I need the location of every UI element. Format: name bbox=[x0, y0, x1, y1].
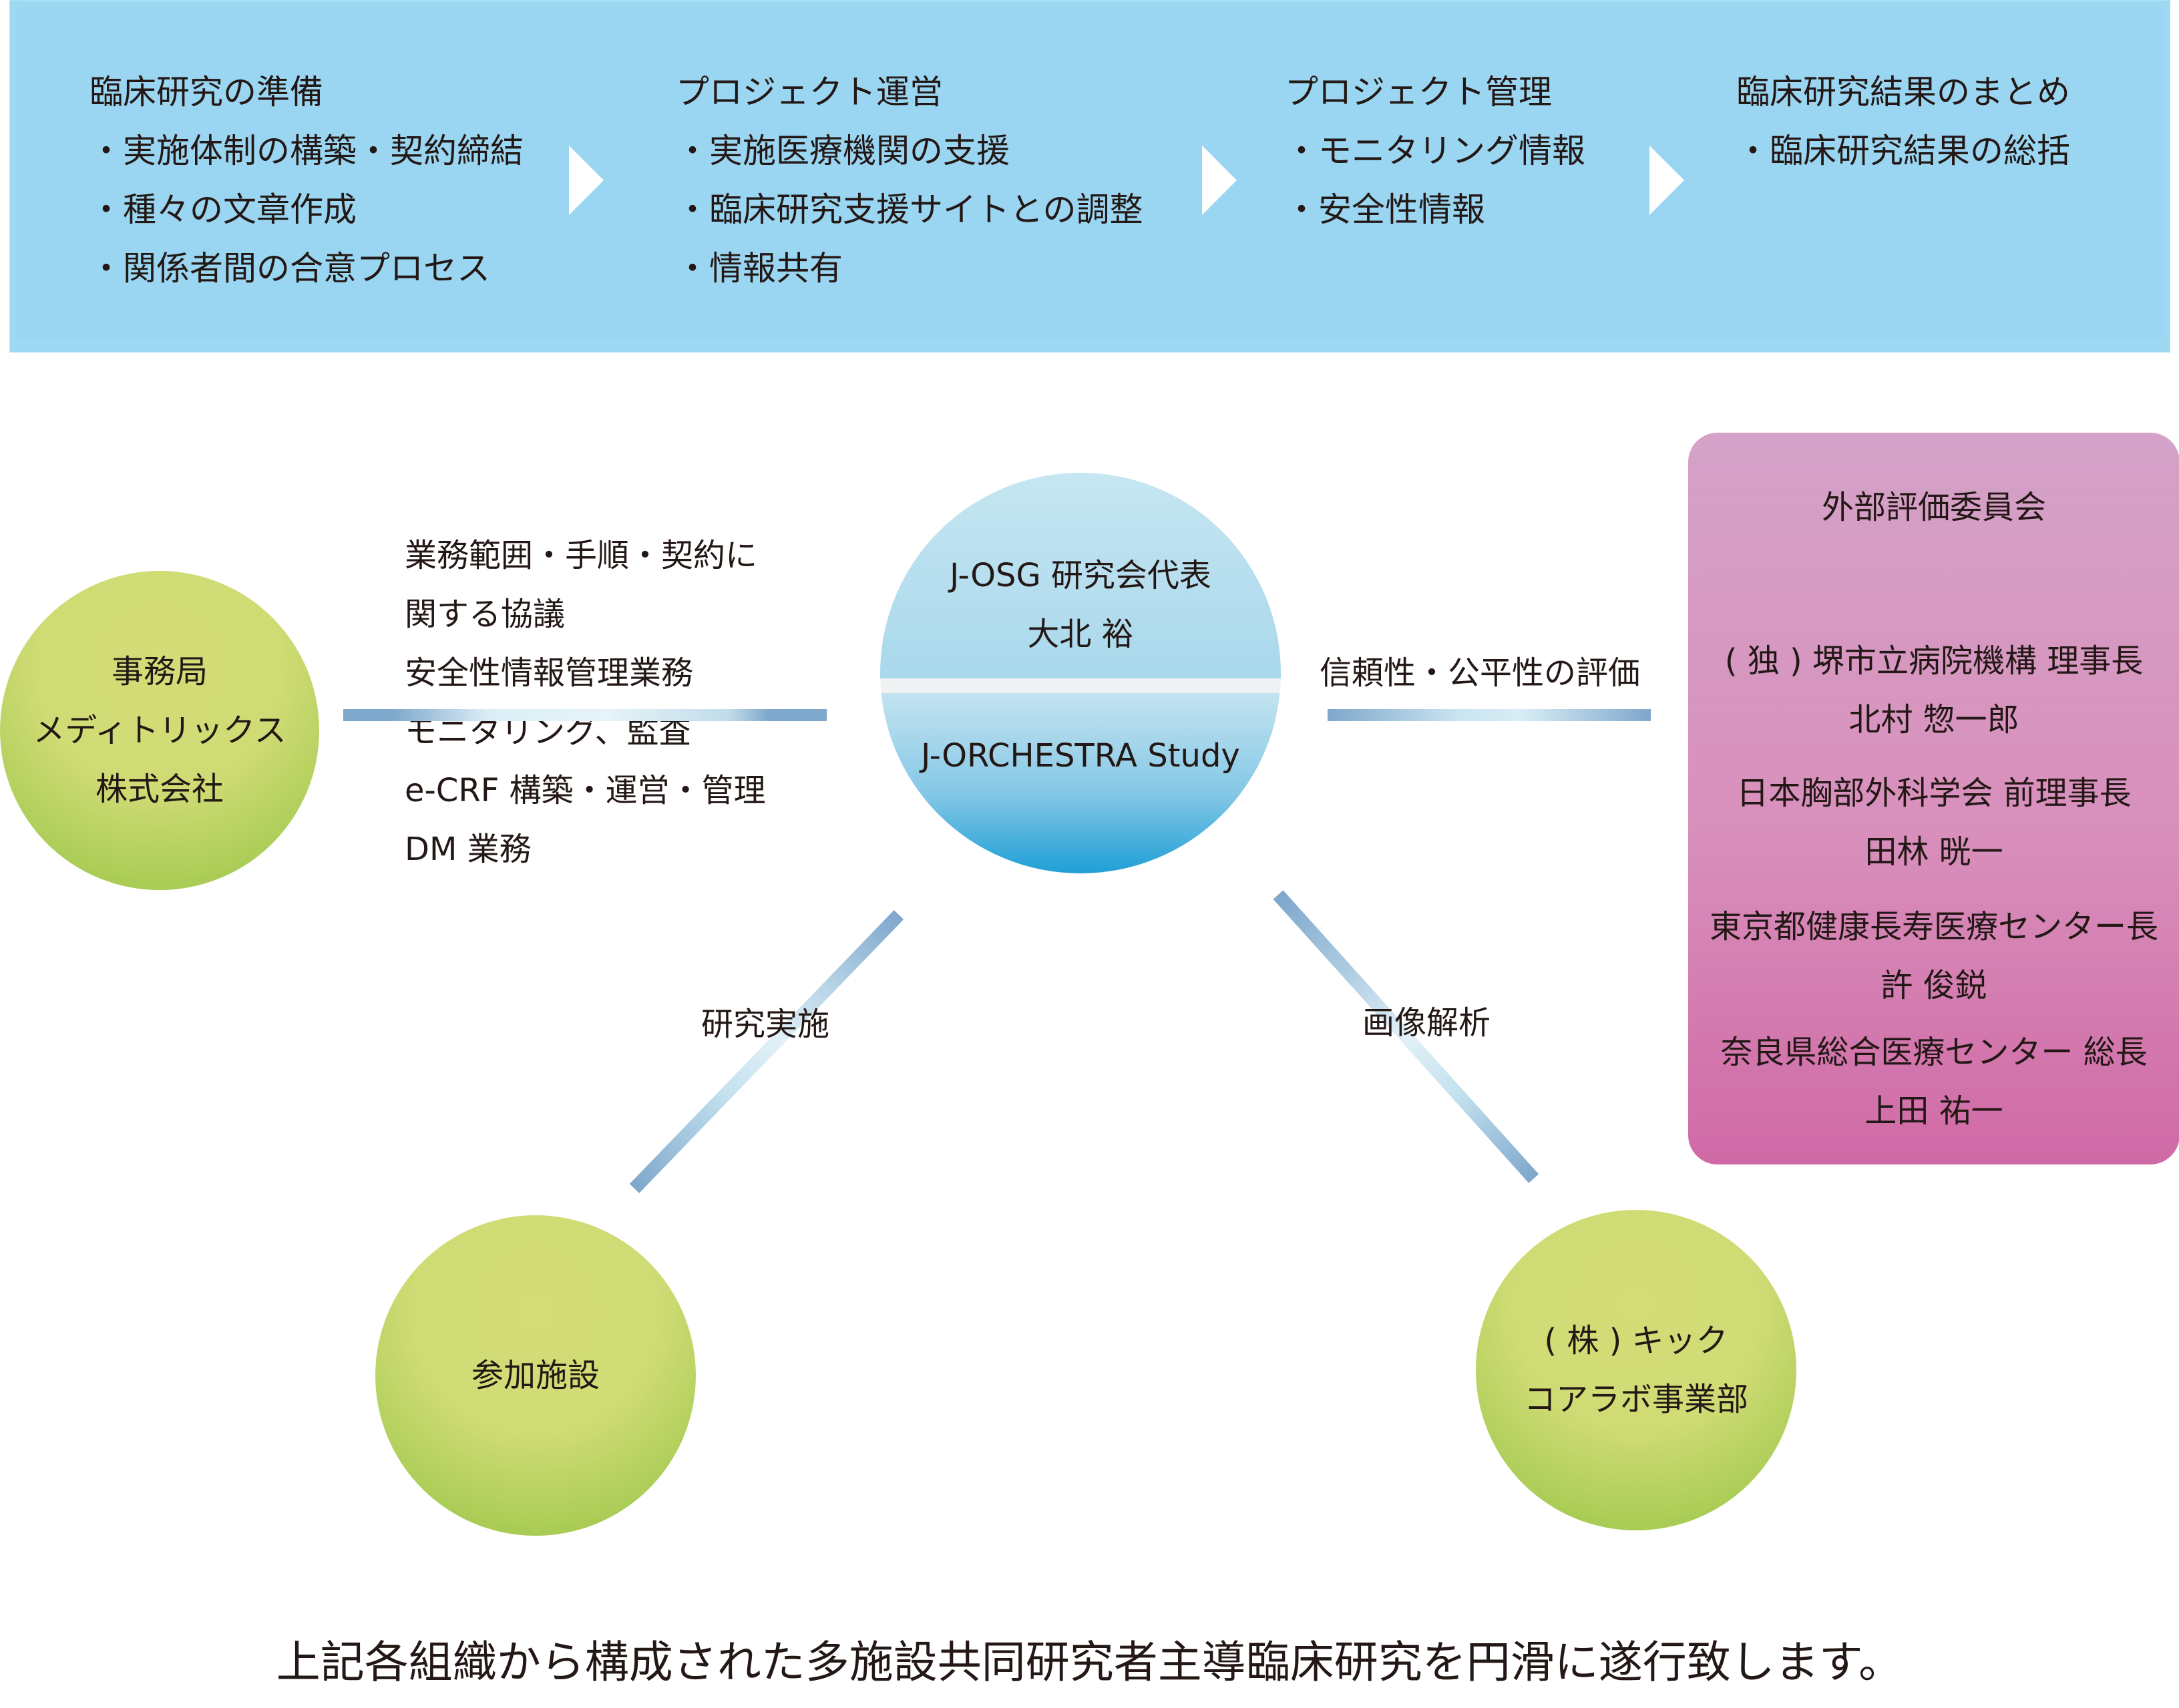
research-label: 研究実施 bbox=[701, 1006, 830, 1043]
step-item: ・情報共有 bbox=[676, 249, 843, 288]
step-item: ・実施医療機関の支援 bbox=[676, 132, 1010, 170]
kick-corelab-node: ( 株 ) キック コアラボ事業部 bbox=[1476, 1210, 1796, 1530]
office-name-line: メディトリックス bbox=[33, 712, 286, 749]
step-item: ・臨床研究支援サイトとの調整 bbox=[676, 190, 1143, 229]
sites-label: 参加施設 bbox=[471, 1357, 600, 1394]
step-item: ・モニタリング情報 bbox=[1285, 132, 1585, 170]
committee-member-org: 東京都健康長寿医療センター長 bbox=[1709, 908, 2158, 945]
central-study-node: J-OSG 研究会代表 大北 裕 J-ORCHESTRA Study bbox=[880, 473, 1281, 873]
step-item: ・種々の文章作成 bbox=[89, 190, 357, 229]
step-preparation: 臨床研究の準備 ・実施体制の構築・契約締結 ・種々の文章作成 ・関係者間の合意プ… bbox=[89, 63, 524, 298]
office-task: DM 業務 bbox=[405, 831, 532, 868]
committee-member-org: ( 独 ) 堺市立病院機構 理事長 bbox=[1724, 642, 2144, 680]
committee-title: 外部評価委員会 bbox=[1821, 489, 2046, 526]
office-name-line: 株式会社 bbox=[95, 771, 224, 808]
office-tasks: 業務範囲・手順・契約に 関する協議 安全性情報管理業務 モニタリング、監査 e-… bbox=[405, 526, 766, 879]
office-task: e-CRF 構築・運営・管理 bbox=[405, 772, 766, 809]
committee-member-name: 田林 晄一 bbox=[1864, 833, 2003, 871]
footer-statement: 上記各組織から構成された多施設共同研究者主導臨床研究を円滑に遂行致します。 bbox=[276, 1637, 1903, 1688]
office-task: 業務範囲・手順・契約に bbox=[405, 537, 758, 574]
step-management: プロジェクト管理 ・モニタリング情報 ・安全性情報 bbox=[1285, 63, 1585, 239]
step-title: 臨床研究の準備 bbox=[89, 73, 323, 112]
step-operation: プロジェクト運営 ・実施医療機関の支援 ・臨床研究支援サイトとの調整 ・情報共有 bbox=[676, 63, 1143, 298]
committee-member-org: 奈良県総合医療センター 総長 bbox=[1720, 1034, 2148, 1071]
step-item: ・関係者間の合意プロセス bbox=[89, 249, 490, 288]
process-banner bbox=[9, 0, 2170, 353]
study-name: J-ORCHESTRA Study bbox=[921, 737, 1240, 775]
process-banner-fill bbox=[17, 7, 2163, 339]
connector-office-center bbox=[343, 709, 827, 721]
central-node-bottom bbox=[880, 693, 1281, 873]
imaging-label: 画像解析 bbox=[1362, 1004, 1491, 1042]
step-item: ・安全性情報 bbox=[1285, 190, 1485, 229]
central-node-top bbox=[880, 473, 1281, 678]
step-item: ・実施体制の構築・契約締結 bbox=[89, 132, 524, 170]
external-evaluation-committee: 外部評価委員会 ( 独 ) 堺市立病院機構 理事長 北村 惣一郎 日本胸部外科学… bbox=[1688, 433, 2179, 1164]
office-task: 安全性情報管理業務 bbox=[405, 654, 694, 692]
committee-member-name: 許 俊鋭 bbox=[1880, 967, 1987, 1004]
committee-member-org: 日本胸部外科学会 前理事長 bbox=[1736, 775, 2132, 812]
connector-center-committee bbox=[1328, 709, 1651, 721]
office-task: 関する協議 bbox=[405, 596, 566, 633]
step-title: 臨床研究結果のまとめ bbox=[1736, 73, 2070, 112]
committee-member-name: 上田 祐一 bbox=[1864, 1092, 2003, 1130]
arrow-right-icon bbox=[569, 146, 604, 215]
step-item: ・臨床研究結果の総括 bbox=[1736, 132, 2070, 170]
arrow-right-icon bbox=[1649, 146, 1684, 215]
participating-sites-node: 参加施設 bbox=[375, 1215, 696, 1536]
committee-member-name: 北村 惣一郎 bbox=[1848, 701, 2019, 738]
representative-name: 大北 裕 bbox=[1027, 616, 1134, 653]
office-name-line: 事務局 bbox=[111, 653, 208, 690]
office-node: 事務局 メディトリックス 株式会社 bbox=[0, 571, 319, 890]
evaluation-label: 信頼性・公平性の評価 bbox=[1320, 654, 1641, 692]
kick-name-line: コアラボ事業部 bbox=[1523, 1381, 1748, 1418]
step-summary: 臨床研究結果のまとめ ・臨床研究結果の総括 bbox=[1736, 63, 2070, 180]
society-representative-title: J-OSG 研究会代表 bbox=[950, 557, 1211, 594]
step-title: プロジェクト運営 bbox=[676, 73, 943, 112]
kick-name-line: ( 株 ) キック bbox=[1544, 1322, 1728, 1359]
arrow-right-icon bbox=[1202, 146, 1237, 215]
central-node-divider bbox=[880, 678, 1281, 693]
step-title: プロジェクト管理 bbox=[1285, 73, 1552, 112]
